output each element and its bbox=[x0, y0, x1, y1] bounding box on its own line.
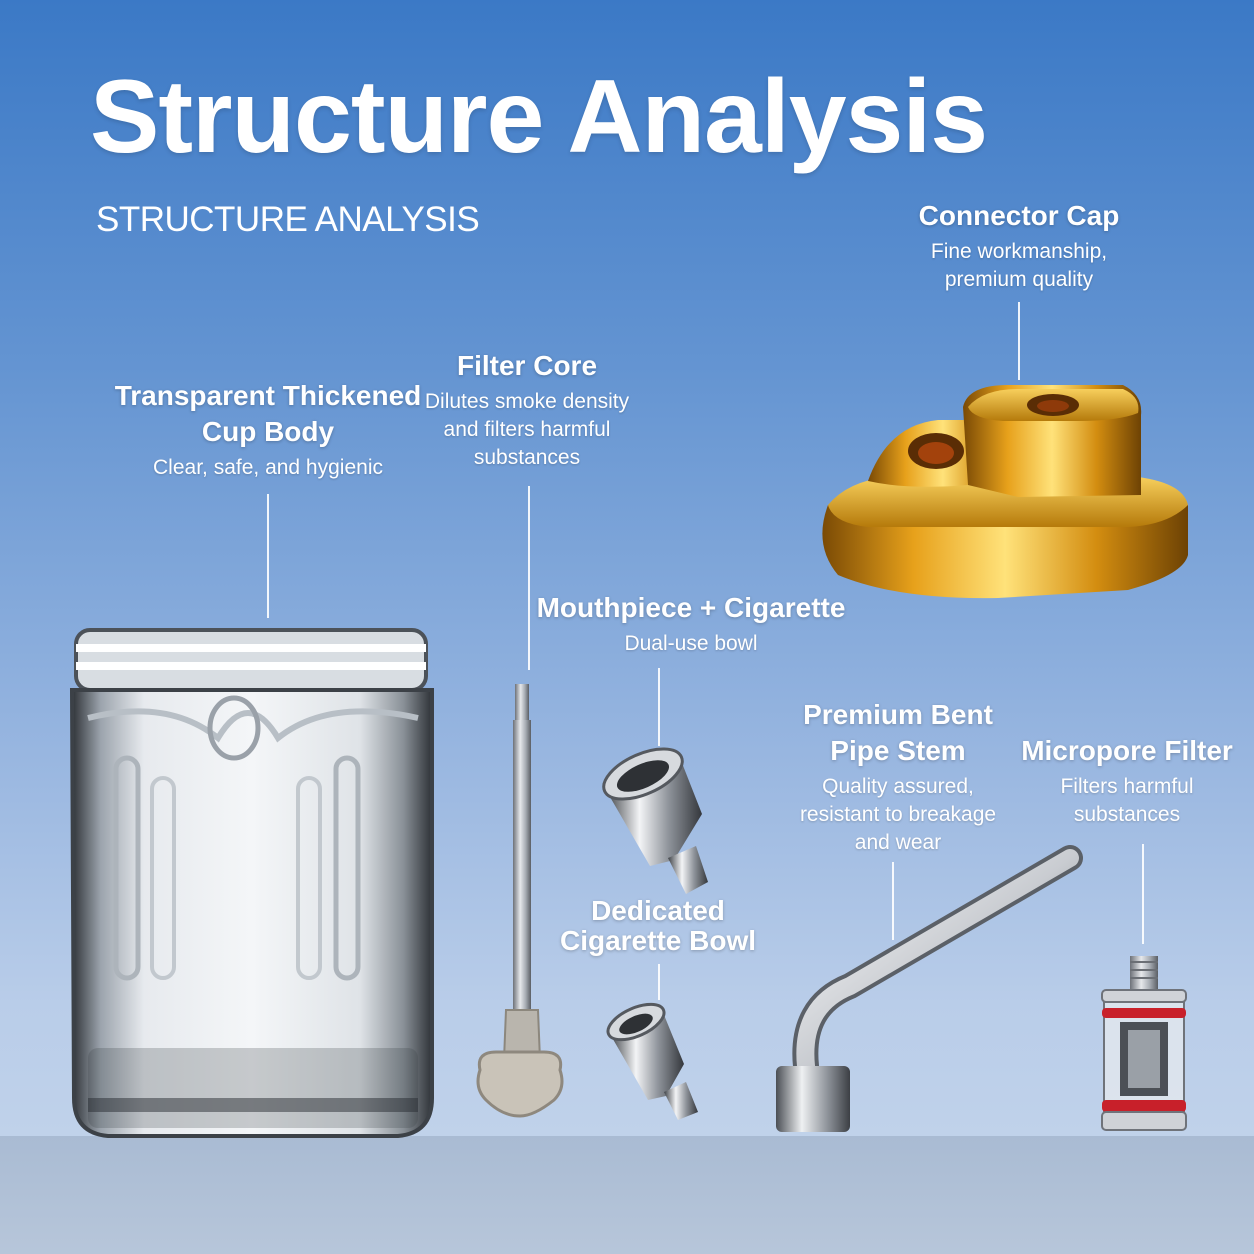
micropore-filter-desc: Filters harmful substances bbox=[1021, 773, 1233, 829]
cigarette-bowl-image bbox=[606, 1002, 698, 1120]
filter-core-desc: Dilutes smoke density and filters harmfu… bbox=[425, 388, 629, 472]
leader-cup-body bbox=[267, 494, 269, 618]
cup-body-name-line-2: Cup Body bbox=[201, 416, 335, 447]
page-subtitle: STRUCTURE ANALYSIS bbox=[96, 200, 480, 239]
mouthpiece-desc: Dual-use bowl bbox=[537, 630, 846, 658]
cup-body-name: Transparent Thickened Cup Body bbox=[115, 378, 422, 450]
micropore-filter-name: Micropore Filter bbox=[1021, 735, 1233, 766]
label-filter-core: Filter Core Dilutes smoke density and fi… bbox=[425, 348, 629, 472]
floor-surface bbox=[0, 1136, 1254, 1254]
pipe-stem-image bbox=[776, 845, 1083, 1132]
label-micropore-filter: Micropore Filter Filters harmful substan… bbox=[1021, 733, 1233, 829]
cup-body-desc: Clear, safe, and hygienic bbox=[115, 454, 422, 482]
cup-body-name-line-1: Transparent Thickened bbox=[114, 380, 422, 411]
micropore-filter-desc-line-2: substances bbox=[1073, 803, 1181, 826]
pipe-stem-desc-line-2: resistant to breakage bbox=[799, 803, 997, 826]
label-mouthpiece: Mouthpiece + Cigarette Dual-use bowl bbox=[537, 590, 846, 658]
leader-micropore-filter bbox=[1142, 844, 1144, 944]
filter-core-desc-line-1: Dilutes smoke density bbox=[424, 390, 630, 413]
mouthpiece-name: Mouthpiece + Cigarette bbox=[536, 592, 846, 623]
connector-cap-desc-line-2: premium quality bbox=[944, 268, 1094, 291]
filter-core-desc-line-3: substances bbox=[473, 446, 581, 469]
connector-cap-image bbox=[822, 385, 1188, 599]
cigarette-bowl-name-line-2: Cigarette Bowl bbox=[559, 925, 757, 956]
pipe-stem-desc-line-1: Quality assured, bbox=[822, 775, 974, 798]
pipe-stem-name: Premium Bent Pipe Stem bbox=[800, 697, 996, 769]
micropore-filter-desc-line-1: Filters harmful bbox=[1060, 775, 1194, 798]
connector-cap-desc-line-1: Fine workmanship, bbox=[930, 240, 1108, 263]
page-title: Structure Analysis bbox=[90, 59, 988, 175]
pipe-stem-desc-line-3: and wear bbox=[854, 831, 942, 854]
label-cup-body: Transparent Thickened Cup Body Clear, sa… bbox=[115, 378, 422, 482]
leader-filter-core bbox=[528, 486, 530, 670]
filter-core-name: Filter Core bbox=[456, 350, 598, 381]
filter-core-image bbox=[476, 684, 564, 1118]
leader-pipe-stem bbox=[892, 862, 894, 940]
label-cigarette-bowl: Dedicated Cigarette Bowl bbox=[560, 896, 756, 956]
leader-mouthpiece bbox=[658, 668, 660, 746]
label-connector-cap: Connector Cap Fine workmanship, premium … bbox=[919, 198, 1120, 294]
pipe-stem-name-line-2: Pipe Stem bbox=[830, 735, 966, 766]
leader-connector-cap bbox=[1018, 302, 1020, 380]
pipe-stem-desc: Quality assured, resistant to breakage a… bbox=[800, 773, 996, 857]
label-pipe-stem: Premium Bent Pipe Stem Quality assured, … bbox=[800, 697, 996, 857]
cup-body-image bbox=[69, 628, 434, 1138]
connector-cap-desc: Fine workmanship, premium quality bbox=[919, 238, 1120, 294]
mouthpiece-desc-line-1: Dual-use bowl bbox=[624, 632, 758, 655]
cigarette-bowl-name: Dedicated Cigarette Bowl bbox=[560, 896, 756, 956]
leader-cigarette-bowl bbox=[658, 964, 660, 1000]
cup-body-desc-line-1: Clear, safe, and hygienic bbox=[153, 456, 383, 479]
filter-core-desc-line-2: and filters harmful bbox=[443, 418, 611, 441]
cigarette-bowl-name-line-1: Dedicated bbox=[591, 895, 725, 926]
micropore-filter-image bbox=[1101, 956, 1187, 1131]
connector-cap-name: Connector Cap bbox=[918, 200, 1120, 231]
mouthpiece-image bbox=[602, 747, 708, 894]
pipe-stem-name-line-1: Premium Bent bbox=[803, 699, 993, 730]
